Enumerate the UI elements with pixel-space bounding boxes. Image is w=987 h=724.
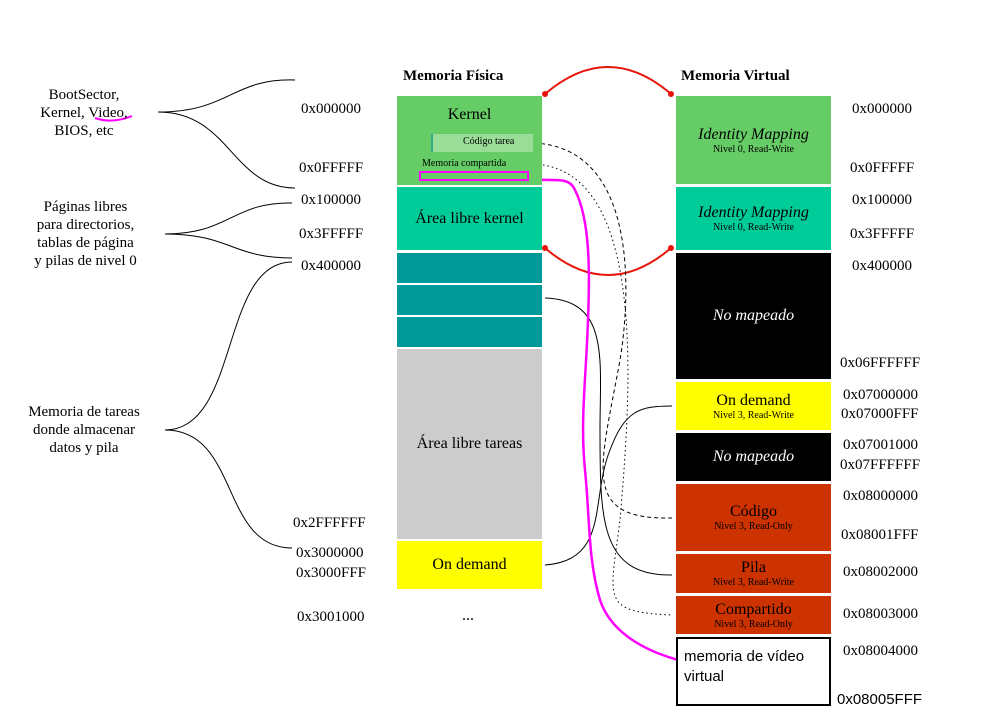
free-pages-label: Páginas libres para directorios, tablas … [34, 199, 137, 269]
virt-addr: 0x3FFFFF [850, 226, 915, 242]
codigo-mapping-line [533, 142, 673, 519]
virt-addr: 0x07000000 [843, 387, 918, 403]
phys-task-page [397, 285, 542, 315]
identity-arc-top [544, 66, 672, 95]
arc-dot [668, 245, 674, 251]
phys-video-highlight [419, 171, 529, 181]
phys-codigo-tarea [431, 134, 533, 152]
phys-memoria-compartida-label: Memoria compartida [422, 158, 507, 169]
phys-area-libre-kernel: Área libre kernel [397, 187, 542, 250]
virt-addr: 0x07FFFFFF [840, 457, 921, 473]
virt-codigo: Código Nivel 3, Read-Only [676, 484, 831, 551]
phys-addr: 0x3FFFFF [299, 226, 364, 242]
task-mem-brace [164, 261, 293, 549]
arc-dot [542, 245, 548, 251]
phys-addr: 0x0FFFFF [299, 160, 364, 176]
compartido-mapping-line [533, 163, 673, 616]
virt-addr: 0x06FFFFFF [840, 355, 921, 371]
task-memory-label: Memoria de tareas donde almacenar datos … [28, 404, 140, 456]
virt-addr: 0x0FFFFF [850, 160, 915, 176]
boot-brace [157, 79, 296, 189]
identity-arc-bottom [544, 247, 672, 276]
virt-addr: 0x08003000 [843, 606, 918, 622]
virt-identity-mapping-2: Identity Mapping Nivel 0, Read-Write [676, 187, 831, 250]
phys-task-page [397, 317, 542, 347]
virt-compartido: Compartido Nivel 3, Read-Only [676, 596, 831, 634]
arc-dot [542, 91, 548, 97]
phys-addr: 0x3000FFF [296, 565, 367, 581]
virt-addr: 0x08005FFF [837, 691, 923, 708]
virt-addr: 0x08000000 [843, 488, 918, 504]
phys-addr: 0x100000 [301, 192, 361, 208]
phys-ellipsis: ... [462, 607, 474, 624]
phys-addr: 0x400000 [301, 258, 361, 274]
boot-region-label: BootSector, Kernel, Video, BIOS, etc [40, 87, 128, 139]
virt-addr: 0x100000 [852, 192, 912, 208]
virt-addr: 0x07000FFF [841, 406, 919, 422]
phys-addr: 0x3001000 [297, 609, 365, 625]
virt-video-memory: memoria de vídeo virtual [676, 637, 831, 706]
virt-addr: 0x08001FFF [841, 527, 919, 543]
video-mapping-line [529, 178, 683, 663]
phys-on-demand: On demand [397, 541, 542, 589]
phys-area-libre-tareas: Área libre tareas [397, 349, 542, 539]
virt-pila: Pila Nivel 3, Read-Write [676, 554, 831, 593]
phys-addr: 0x000000 [301, 101, 361, 117]
virtual-memory-title: Memoria Virtual [681, 68, 790, 84]
phys-task-page [397, 253, 542, 283]
virt-addr: 0x08002000 [843, 564, 918, 580]
phys-addr: 0x3000000 [296, 545, 364, 561]
phys-addr: 0x2FFFFFF [293, 515, 366, 531]
free-pages-brace [164, 202, 293, 259]
virt-identity-mapping-1: Identity Mapping Nivel 0, Read-Write [676, 96, 831, 184]
arc-dot [668, 91, 674, 97]
virt-addr: 0x000000 [852, 101, 912, 117]
physical-memory-title: Memoria Física [403, 68, 504, 84]
virt-no-mapeado-2: No mapeado [676, 433, 831, 481]
virt-addr: 0x400000 [852, 258, 912, 274]
pila-mapping-line [544, 297, 673, 576]
phys-codigo-tarea-label: Código tarea [463, 136, 515, 147]
ondemand-mapping-line [544, 405, 673, 566]
virt-no-mapeado-1: No mapeado [676, 253, 831, 379]
virt-on-demand: On demand Nivel 3, Read-Write [676, 382, 831, 430]
virt-addr: 0x08004000 [843, 643, 918, 659]
virt-addr: 0x07001000 [843, 437, 918, 453]
